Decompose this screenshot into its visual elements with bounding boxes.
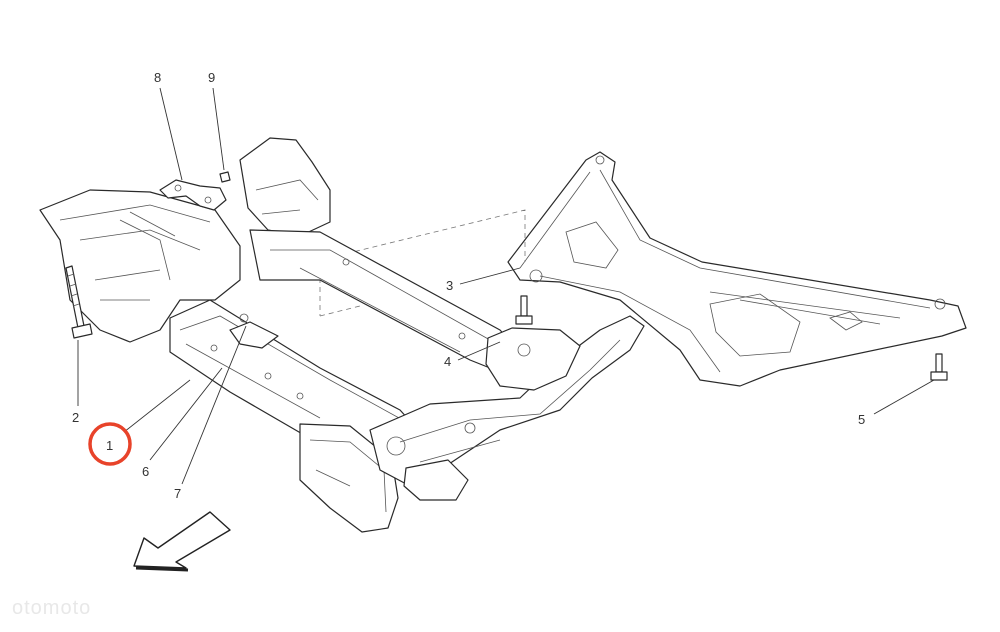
bolt-part-3 xyxy=(515,295,533,325)
highlight-circle xyxy=(88,422,132,466)
leader-lines xyxy=(77,87,935,485)
watermark: otomoto xyxy=(12,597,91,619)
rear-brace-plate xyxy=(507,151,967,387)
label-9: 9 xyxy=(208,70,215,85)
label-4: 4 xyxy=(444,354,451,369)
label-6: 6 xyxy=(142,464,149,479)
bracket-part-8 xyxy=(159,179,227,211)
front-subframe xyxy=(39,137,645,533)
label-2: 2 xyxy=(72,410,79,425)
front-direction-arrow xyxy=(133,511,231,572)
label-1: 1 xyxy=(106,438,113,453)
label-3: 3 xyxy=(446,278,453,293)
pipe-clip-part-7 xyxy=(229,313,279,349)
callout-labels: 8 9 2 1 6 7 3 4 5 xyxy=(72,70,865,501)
clip-part-9 xyxy=(219,171,231,183)
label-7: 7 xyxy=(174,486,181,501)
label-5: 5 xyxy=(858,412,865,427)
long-bolt-part-2 xyxy=(65,265,93,339)
bolt-part-5 xyxy=(930,353,948,381)
label-8: 8 xyxy=(154,70,161,85)
